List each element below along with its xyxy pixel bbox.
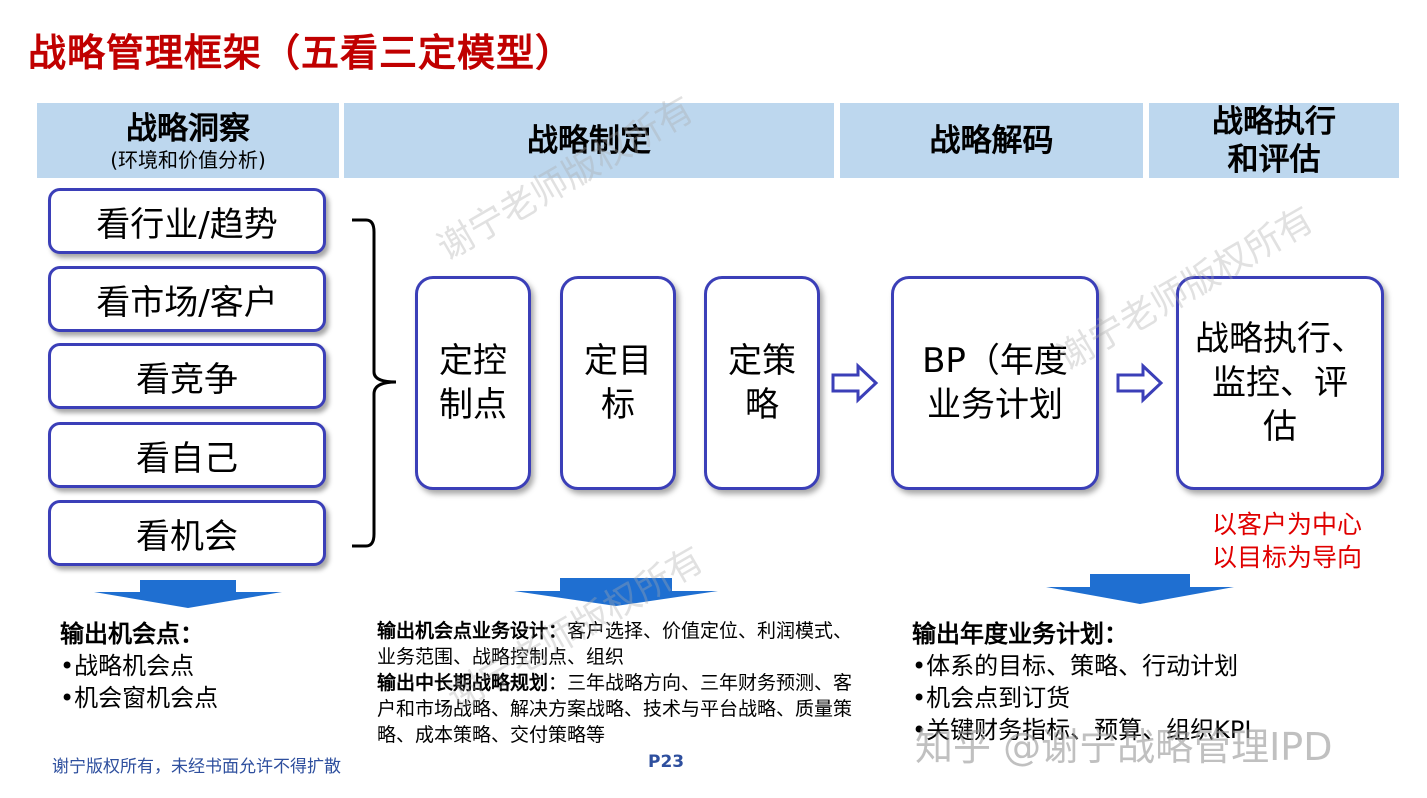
box-target-line1: 定目 bbox=[584, 341, 652, 381]
output-left-heading: 输出机会点： bbox=[60, 620, 204, 648]
zhihu-watermark: 知乎 @谢宁战略管理IPD bbox=[915, 725, 1333, 769]
hollow-arrow-icon bbox=[1116, 362, 1164, 404]
page-title: 战略管理框架（五看三定模型） bbox=[28, 31, 575, 75]
header-execution-line2: 和评估 bbox=[1227, 141, 1321, 178]
output-right-heading: 输出年度业务计划： bbox=[912, 620, 1128, 648]
box-strategy-line1: 定策 bbox=[728, 341, 796, 381]
header-execution-line1: 战略执行 bbox=[1212, 103, 1336, 140]
output-opportunity-points: 输出机会点： •战略机会点 •机会窗机会点 bbox=[60, 618, 218, 714]
output-annual-plan: 输出年度业务计划： •体系的目标、策略、行动计划 •机会点到订货 •关键财务指标… bbox=[912, 618, 1251, 746]
output-mid-heading1: 输出机会点业务设计： bbox=[377, 620, 568, 642]
header-insight-subtitle: (环境和价值分析) bbox=[110, 147, 266, 172]
box-control-point: 定控制点 bbox=[415, 276, 531, 490]
header-insight-title: 战略洞察 bbox=[126, 110, 250, 147]
down-arrow-icon bbox=[94, 580, 282, 608]
output-mid-heading2: 输出中长期战略规划 bbox=[377, 672, 549, 694]
header-strategy-decoding: 战略解码 bbox=[840, 103, 1143, 178]
look-self: 看自己 bbox=[48, 422, 326, 488]
look-opportunity: 看机会 bbox=[48, 500, 326, 566]
header-strategy-execution: 战略执行 和评估 bbox=[1149, 103, 1399, 178]
box-target-line2: 标 bbox=[601, 385, 635, 425]
box-control-point-line2: 制点 bbox=[439, 385, 507, 425]
output-business-design: 输出机会点业务设计：客户选择、价值定位、利润模式、业务范围、战略控制点、组织 输… bbox=[377, 618, 857, 748]
output-right-item: •机会点到订货 bbox=[912, 684, 1071, 712]
copyright-note: 谢宁版权所有，未经书面允许不得扩散 bbox=[52, 757, 341, 777]
customer-target-note: 以客户为中心 以目标为导向 bbox=[1212, 508, 1362, 574]
note-line2: 以目标为导向 bbox=[1212, 543, 1363, 572]
box-control-point-line1: 定控 bbox=[439, 341, 507, 381]
note-line1: 以客户为中心 bbox=[1212, 510, 1363, 539]
box-target: 定目标 bbox=[560, 276, 676, 490]
output-left-item: •机会窗机会点 bbox=[60, 684, 219, 712]
box-strategy-line2: 略 bbox=[745, 385, 779, 425]
down-arrow-icon bbox=[1046, 574, 1234, 604]
page-number: P23 bbox=[648, 752, 685, 772]
box-bp-line1: BP（年度 bbox=[922, 341, 1068, 381]
look-market-customer: 看市场/客户 bbox=[48, 266, 326, 332]
box-bp-line2: 业务计划 bbox=[926, 385, 1063, 425]
header-decoding-title: 战略解码 bbox=[929, 122, 1054, 159]
box-exec-line3: 估 bbox=[1263, 407, 1297, 447]
header-strategic-insight: 战略洞察 (环境和价值分析) bbox=[37, 103, 339, 178]
header-strategy-formulation: 战略制定 bbox=[344, 103, 834, 178]
output-right-item: •关键财务指标、预算、组织KPI bbox=[912, 716, 1252, 744]
hollow-arrow-icon bbox=[831, 362, 879, 404]
header-formulation-title: 战略制定 bbox=[527, 122, 651, 159]
output-right-item: •体系的目标、策略、行动计划 bbox=[912, 652, 1239, 680]
box-exec-line1: 战略执行、 bbox=[1195, 319, 1365, 359]
box-strategy: 定策略 bbox=[704, 276, 820, 490]
box-business-plan: BP（年度业务计划 bbox=[891, 276, 1099, 490]
box-execution-monitoring: 战略执行、监控、评估 bbox=[1176, 276, 1384, 490]
down-arrow-icon bbox=[514, 578, 718, 606]
bracket-brace bbox=[352, 218, 397, 548]
look-competition: 看竞争 bbox=[48, 343, 326, 409]
output-mid-text1: 客户选择、价值定位、利润模式、业务范围、战略控制点、组织 bbox=[377, 620, 853, 668]
output-left-item: •战略机会点 bbox=[60, 652, 195, 680]
box-exec-line2: 监控、评 bbox=[1212, 363, 1348, 403]
look-industry-trend: 看行业/趋势 bbox=[48, 188, 326, 254]
output-mid-text2: ：三年战略方向、三年财务预测、客户和市场战略、解决方案战略、技术与平台战略、质量… bbox=[377, 672, 853, 746]
